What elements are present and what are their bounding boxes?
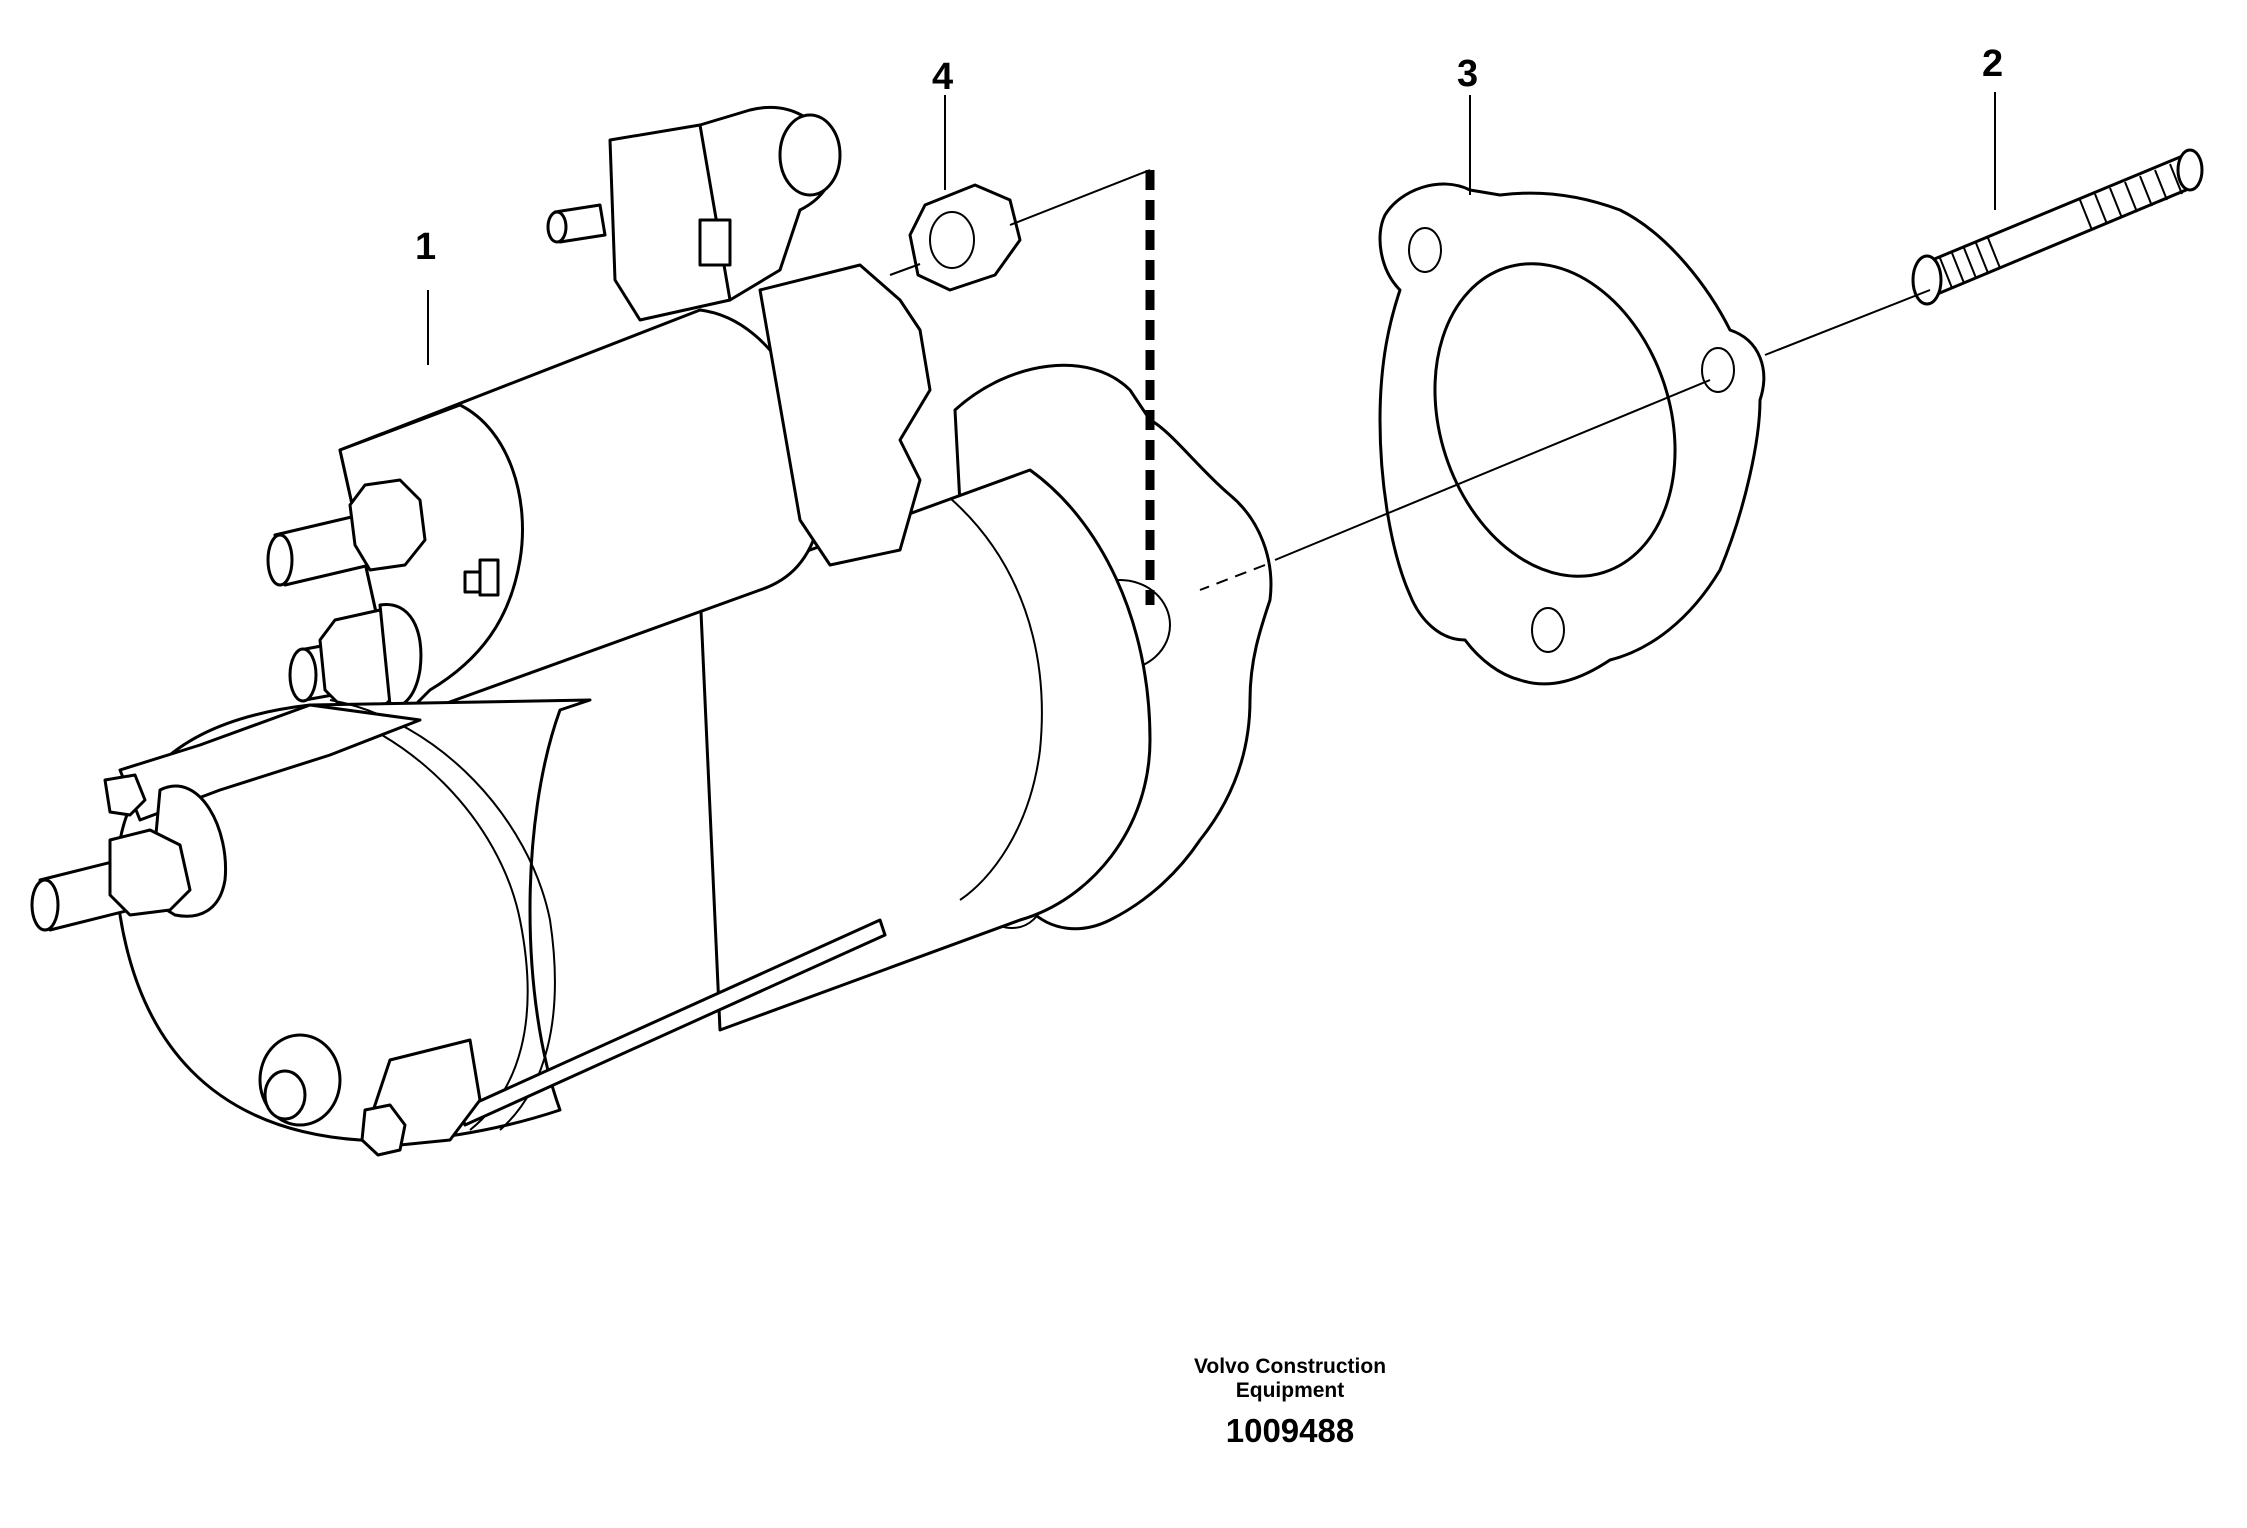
gasket-center-opening (1433, 262, 1677, 578)
stud-thread-right (2079, 163, 2183, 231)
footer-company-line2: Equipment (1235, 1379, 1345, 1402)
hex-nut-bore (929, 211, 975, 269)
nut-axis-line (1009, 169, 1151, 226)
lower-terminal-cap (263, 1069, 307, 1121)
callout-1: 1 (415, 226, 437, 268)
rear-shaft-nut (108, 828, 192, 917)
solenoid-small-bolt-head (478, 558, 500, 597)
body-seam-line (949, 497, 1043, 901)
connector-socket (778, 113, 842, 197)
gasket-hole-bottom (1531, 607, 1565, 653)
starter-motor (30, 105, 1273, 1157)
footer-company-line1: Volvo Construction (1193, 1355, 1387, 1378)
lower-nut (360, 1103, 407, 1157)
stud-axis-line-a (1764, 289, 1931, 356)
gasket-hole-top (1408, 227, 1442, 273)
drawing-number: 1009488 (1225, 1412, 1355, 1449)
rear-bracket-nut-top (103, 773, 147, 817)
stud-tip-right (2176, 148, 2204, 192)
stud-part-2 (1911, 148, 2204, 306)
gasket-part-3 (1378, 182, 1766, 686)
stud-thread-left (1939, 237, 2001, 289)
terminal-stud-upper-tip (266, 533, 294, 587)
connector-latch (698, 218, 732, 267)
nut-leader-dash (889, 263, 921, 276)
terminal-stud-lower-tip (288, 647, 318, 703)
callout-2: 2 (1982, 43, 2004, 85)
rear-shaft-tip (30, 878, 60, 932)
assembly-lines (889, 169, 1931, 605)
stud-axis-line-b (1274, 379, 1711, 561)
solenoid-bracket (758, 263, 932, 567)
stud-axis-dash (1199, 564, 1266, 591)
gasket-hole-right (1701, 347, 1735, 393)
stud-body (1918, 153, 2200, 297)
callout-leaders (427, 92, 1996, 365)
motor-main-body (698, 468, 1152, 1032)
footer-company: Volvo Construction Equipment (1140, 1355, 1440, 1403)
stud-tip-left (1911, 254, 1943, 306)
hex-nut (908, 183, 1022, 292)
terminal-nut-upper (348, 478, 427, 572)
callout-3: 3 (1457, 53, 1479, 95)
nut-part-4 (908, 183, 1022, 292)
callout-4: 4 (932, 56, 954, 98)
small-terminal-tip (546, 210, 568, 244)
end-cap-rim (309, 704, 529, 1131)
